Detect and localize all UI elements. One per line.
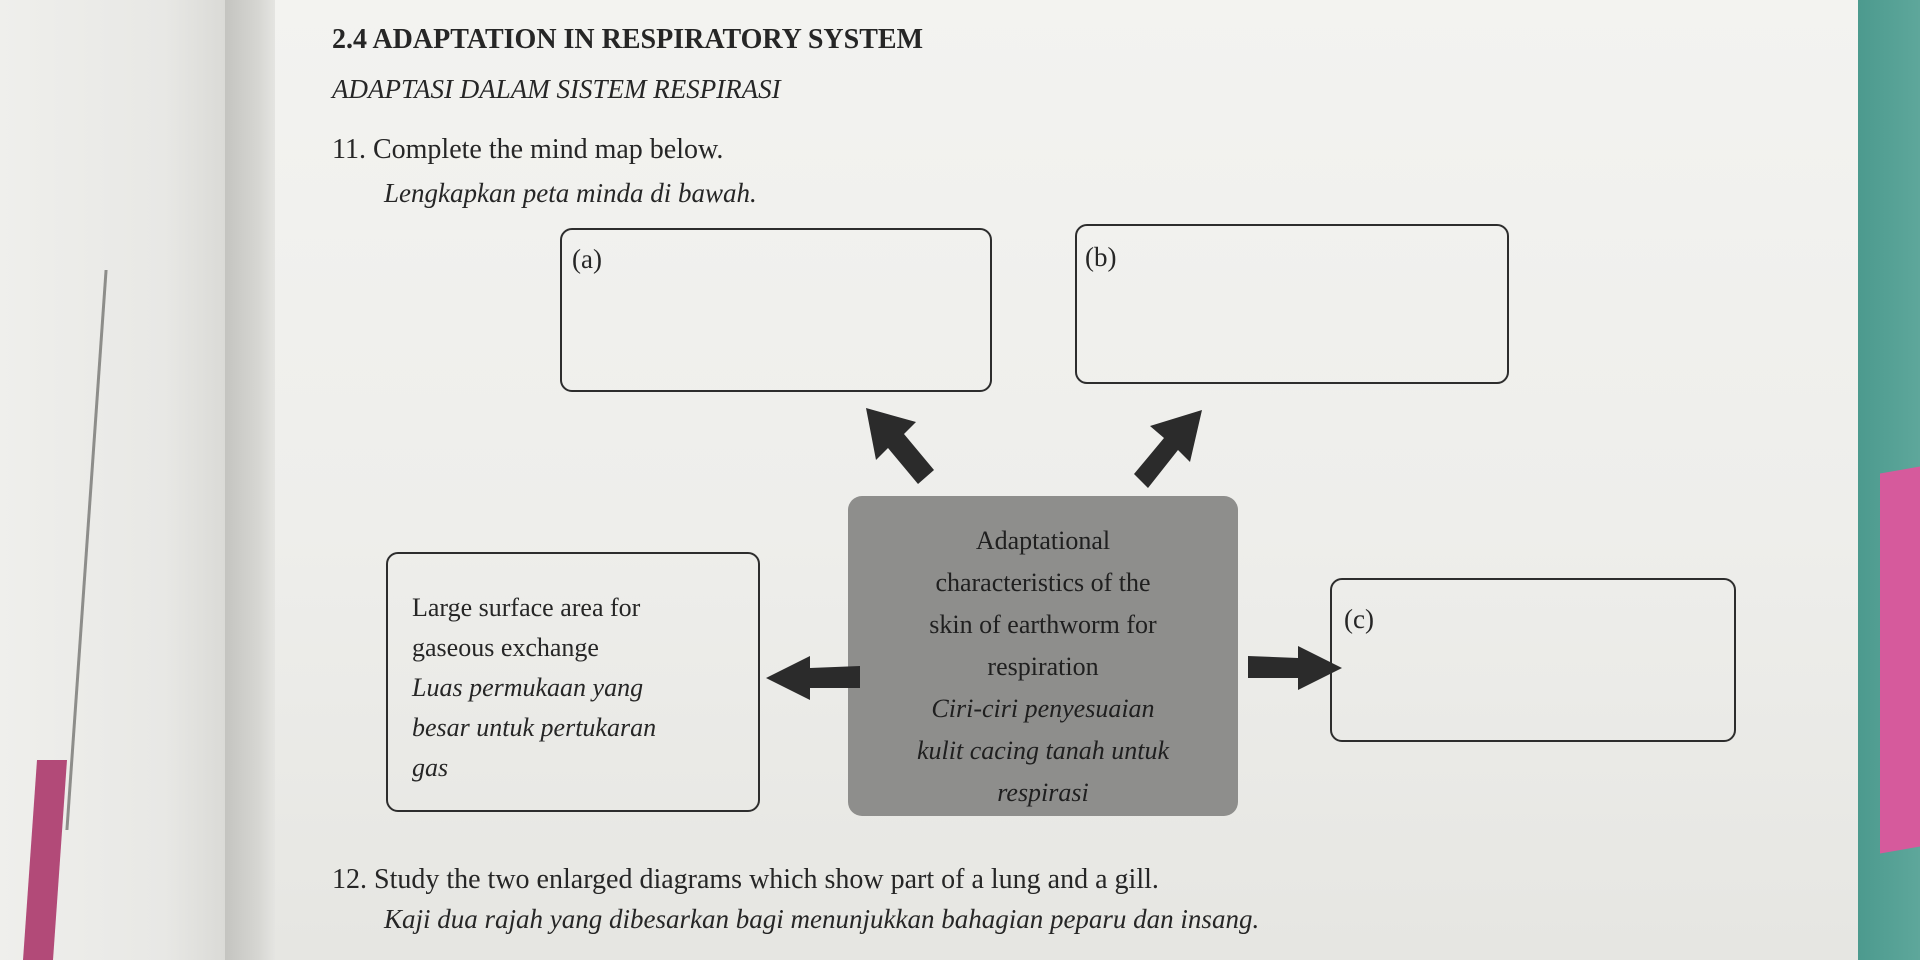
question-12-instruction: 12. Study the two enlarged diagrams whic… (332, 864, 1159, 895)
central-topic-line: Adaptational (975, 526, 1111, 555)
answer-box-c-label: (c) (1344, 604, 1374, 634)
central-topic-line: skin of earthworm for (929, 610, 1157, 639)
given-answer-line: Large surface area for (412, 593, 641, 622)
central-topic-line: respiration (987, 652, 1099, 681)
question-11-instruction: 11. Complete the mind map below. (332, 134, 724, 165)
given-answer-box (386, 552, 760, 812)
central-topic-text: Adaptational characteristics of the skin… (848, 520, 1238, 814)
answer-box-b[interactable] (1075, 224, 1509, 384)
arrow-up-right-icon (1134, 410, 1202, 488)
central-topic-line-malay: Ciri-ciri penyesuaian (931, 694, 1155, 723)
central-topic-box (848, 496, 1238, 816)
question-11-instruction-malay: Lengkapkan peta minda di bawah. (384, 178, 757, 208)
given-answer-line: gaseous exchange (412, 633, 599, 662)
arrow-right-icon (1248, 646, 1342, 690)
section-subtitle: ADAPTASI DALAM SISTEM RESPIRASI (332, 74, 781, 104)
central-topic-line-malay: respirasi (997, 778, 1089, 807)
central-topic-line: characteristics of the (935, 568, 1151, 597)
background-pink-edge (1880, 466, 1920, 854)
answer-box-c[interactable] (1330, 578, 1736, 742)
answer-box-a[interactable] (560, 228, 992, 392)
section-title: 2.4 ADAPTATION IN RESPIRATORY SYSTEM (332, 24, 923, 55)
given-answer-line-malay: Luas permukaan yang (412, 673, 644, 702)
arrow-up-left-icon (866, 408, 934, 484)
given-answer-line-malay: gas (412, 753, 449, 782)
question-12-instruction-malay: Kaji dua rajah yang dibesarkan bagi menu… (384, 904, 1260, 934)
answer-box-a-label: (a) (572, 244, 602, 274)
given-answer-line-malay: besar untuk pertukaran (412, 713, 657, 742)
central-topic-line-malay: kulit cacing tanah untuk (916, 736, 1169, 765)
answer-box-b-label: (b) (1085, 242, 1117, 272)
page-gutter-shadow (225, 0, 280, 960)
given-answer-text: Large surface area for gaseous exchange … (412, 588, 656, 788)
arrow-left-icon (766, 656, 860, 700)
